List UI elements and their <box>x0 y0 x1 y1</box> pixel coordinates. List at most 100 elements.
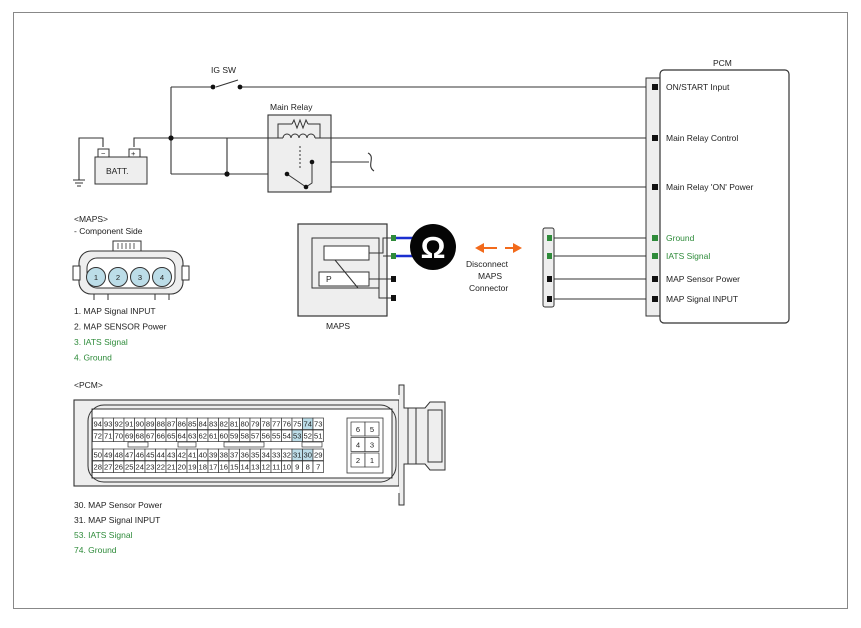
pcm-connector-pin-number: 70 <box>115 432 123 441</box>
pcm-pin-marker <box>652 296 658 302</box>
pcm-connector-pin-number: 16 <box>220 463 228 472</box>
disconnect-line1: Disconnect <box>466 259 509 269</box>
pcm-connector-pin-number: 8 <box>306 463 310 472</box>
pcm-connector-pin-number: 34 <box>262 451 270 460</box>
pcm-connector-pin-number: 28 <box>94 463 102 472</box>
pcm-connector-pin-number: 41 <box>188 451 196 460</box>
pcm-connector-pin-number: 44 <box>157 451 165 460</box>
maps-pin-number: 3 <box>138 273 142 282</box>
battery-label: BATT. <box>106 166 129 176</box>
pcm-connector-pin-number: 13 <box>251 463 259 472</box>
pcm-pin-label: Ground <box>666 233 695 243</box>
pcm-connector-pin-number: 56 <box>262 432 270 441</box>
pcm-connector-pin-number: 87 <box>167 420 175 429</box>
maps-connector-view: <MAPS> - Component Side 1 2 3 4 1. MAP Sign… <box>73 214 189 363</box>
maps-connector-title: <MAPS> <box>74 214 108 224</box>
pcm-pin-label: IATS Signal <box>666 251 710 261</box>
battery: − + BATT. <box>95 149 147 184</box>
pcm-small-pin-number: 6 <box>356 425 360 434</box>
pcm-connector-pin-number: 78 <box>262 420 270 429</box>
pcm-connector-pin-number: 26 <box>115 463 123 472</box>
pcm-pin-marker <box>652 276 658 282</box>
pcm-connector-pin-number: 37 <box>230 451 238 460</box>
pcm-connector-pin-number: 27 <box>104 463 112 472</box>
pcm-connector-pin-number: 68 <box>136 432 144 441</box>
pcm-pin-label: ON/START Input <box>666 82 730 92</box>
pcm-connector-pin-number: 47 <box>125 451 133 460</box>
pcm-connector-pin-number: 11 <box>272 463 280 472</box>
pcm-connector-pin-number: 67 <box>146 432 154 441</box>
maps-legend-item: 1. MAP Signal INPUT <box>74 306 156 316</box>
main-relay: Main Relay <box>268 102 331 192</box>
pcm-connector-pin-number: 20 <box>178 463 186 472</box>
disconnect-line3: Connector <box>469 283 508 293</box>
ohmmeter-icon: Ω <box>410 224 456 270</box>
pcm-connector-pin-number: 23 <box>146 463 154 472</box>
ohm-symbol: Ω <box>421 230 446 265</box>
pcm-connector-pin-number: 65 <box>167 432 175 441</box>
pcm-connector-pin-number: 43 <box>167 451 175 460</box>
pcm-connector-pin-number: 79 <box>251 420 259 429</box>
maps-pin-number: 1 <box>94 273 98 282</box>
pcm-connector-pin-number: 19 <box>188 463 196 472</box>
pcm-connector-pin-number: 73 <box>314 420 322 429</box>
pcm-pin-label: Main Relay Control <box>666 133 738 143</box>
pcm-connector-pin-number: 75 <box>293 420 301 429</box>
pcm-small-pin-number: 4 <box>356 441 360 450</box>
pcm-pin-label: MAP Signal INPUT <box>666 294 738 304</box>
pcm-pin-marker <box>652 235 658 241</box>
maps-pin-number: 4 <box>160 273 164 282</box>
wire-ig-switch-blade <box>216 80 238 87</box>
pcm-small-pin-number: 5 <box>370 425 374 434</box>
maps-pin-number: 2 <box>116 273 120 282</box>
pcm-connector-pin-number: 85 <box>188 420 196 429</box>
pcm-connector-pin-number: 15 <box>230 463 238 472</box>
disconnect-line2: MAPS <box>478 271 502 281</box>
pcm-connector-pin-number: 58 <box>241 432 249 441</box>
pcm-connector-pin-number: 77 <box>272 420 280 429</box>
pcm-connector-pin-number: 59 <box>230 432 238 441</box>
pcm-connector-pin-number: 22 <box>157 463 165 472</box>
pcm-connector-pin-number: 25 <box>125 463 133 472</box>
pcm-connector-title: <PCM> <box>74 380 103 390</box>
pcm-connector-pin-number: 54 <box>283 432 291 441</box>
pcm-pin-label: Main Relay 'ON' Power <box>666 182 753 192</box>
battery-positive-label: + <box>131 149 136 158</box>
pcm-legend-item: 31. MAP Signal INPUT <box>74 515 160 525</box>
maps-p-label: P <box>326 274 332 284</box>
pcm-connector-pin-number: 76 <box>283 420 291 429</box>
pcm-connector-pin-number: 51 <box>314 432 322 441</box>
pcm-connector-pin-number: 31 <box>293 451 301 460</box>
pcm-connector-pin-number: 50 <box>94 451 102 460</box>
pcm-connector-key-slot <box>302 442 322 447</box>
ig-switch-label: IG SW <box>211 65 236 75</box>
pcm-connector-pin-number: 74 <box>304 420 312 429</box>
pcm-connector-pin-number: 62 <box>199 432 207 441</box>
battery-negative-label: − <box>101 149 106 158</box>
pcm-connector-pin-number: 66 <box>157 432 165 441</box>
pcm-connector-pin-number: 61 <box>209 432 217 441</box>
pcm-pin-label: MAP Sensor Power <box>666 274 740 284</box>
pcm-connector-pin-number: 53 <box>293 432 301 441</box>
wire-battery-positive <box>134 138 268 147</box>
pcm-connector-pin-number: 83 <box>209 420 217 429</box>
pcm-connector-pin-number: 72 <box>94 432 102 441</box>
maps-connector-subtitle: - Component Side <box>74 226 143 236</box>
pcm-connector-pin-number: 38 <box>220 451 228 460</box>
pcm-pin-marker <box>652 184 658 190</box>
pcm-connector-pin-number: 88 <box>157 420 165 429</box>
maps-sensor: P MAPS <box>298 224 396 331</box>
pcm-connector-pin-number: 24 <box>136 463 144 472</box>
pcm-small-pin-number: 1 <box>370 456 374 465</box>
pcm-connector-pin-number: 36 <box>241 451 249 460</box>
pcm-connector-pin-number: 94 <box>94 420 102 429</box>
pcm-connector-pin-number: 39 <box>209 451 217 460</box>
pcm-connector-pin-number: 91 <box>125 420 133 429</box>
pcm-connector-pin-number: 35 <box>251 451 259 460</box>
junctions <box>168 85 242 177</box>
pcm-connector-pin-number: 12 <box>262 463 270 472</box>
